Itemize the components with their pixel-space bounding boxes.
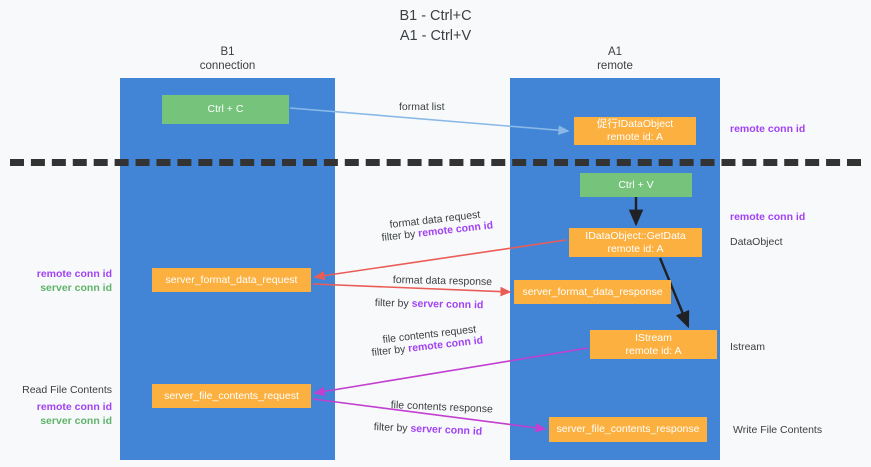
node-idataobject-getdata[interactable]: IDataObject::GetData remote id: A [569, 228, 702, 257]
node-server-file-contents-response[interactable]: server_file_contents_response [549, 417, 707, 442]
annotation-remote-conn-id: remote conn id [36, 268, 112, 280]
column-header-b1: B1 connection [199, 46, 256, 72]
annotation-istream: Istream [730, 341, 765, 355]
node-server-format-data-response[interactable]: server_format_data_response [514, 280, 671, 304]
edge-label-file-contents-response: file contents response [390, 399, 494, 416]
node-istream[interactable]: IStream remote id: A [590, 330, 717, 359]
annotation-read-file-contents: Read File Contents [18, 384, 112, 398]
page-title: B1 - Ctrl+C A1 - Ctrl+V [399, 8, 472, 44]
edge-label-format-data-response: format data response [392, 274, 493, 289]
column-header-a1: A1 remote [597, 46, 633, 72]
node-idataobject[interactable]: 促行IDataObject remote id: A [574, 117, 696, 145]
node-ctrl-c[interactable]: Ctrl + C [162, 95, 289, 124]
annotation-text: remote conn id [730, 123, 806, 135]
phase-separator-dashed-line [10, 159, 861, 166]
annotation-write-file-contents: Write File Contents [733, 424, 822, 438]
node-server-format-data-request[interactable]: server_format_data_request [152, 268, 311, 292]
annotation-remote-conn-id: remote conn id [36, 401, 112, 413]
annotation-text: Istream [730, 341, 766, 353]
annotation-text: Read File Contents [22, 384, 112, 396]
annotation-server-conn-id: server conn id [40, 281, 112, 294]
annotation-text: Write File Contents [733, 424, 823, 436]
filter-prefix: filter by [371, 342, 409, 359]
edge-label-file-contents-response-filter: filter by server conn id [373, 421, 482, 438]
node-ctrl-v[interactable]: Ctrl + V [580, 173, 692, 197]
filter-key-server-conn-id: server conn id [411, 297, 484, 312]
annotation-dataobject: DataObject [730, 236, 783, 250]
annotation-remote-conn-id-top: remote conn id [730, 123, 805, 137]
annotation-text: DataObject [730, 236, 783, 248]
annotation-text: remote conn id [730, 211, 806, 223]
node-server-file-contents-request[interactable]: server_file_contents_request [152, 384, 311, 408]
edge-label-format-list: format list [399, 101, 445, 113]
annotation-remote-conn-id-mid: remote conn id [730, 211, 805, 225]
filter-prefix: filter by [374, 297, 412, 310]
filter-prefix: filter by [381, 227, 419, 244]
edge-label-format-data-response-filter: filter by server conn id [375, 297, 484, 311]
filter-key-server-conn-id: server conn id [410, 422, 483, 438]
filter-prefix: filter by [373, 421, 411, 435]
annotation-server-conn-id: server conn id [40, 414, 112, 427]
